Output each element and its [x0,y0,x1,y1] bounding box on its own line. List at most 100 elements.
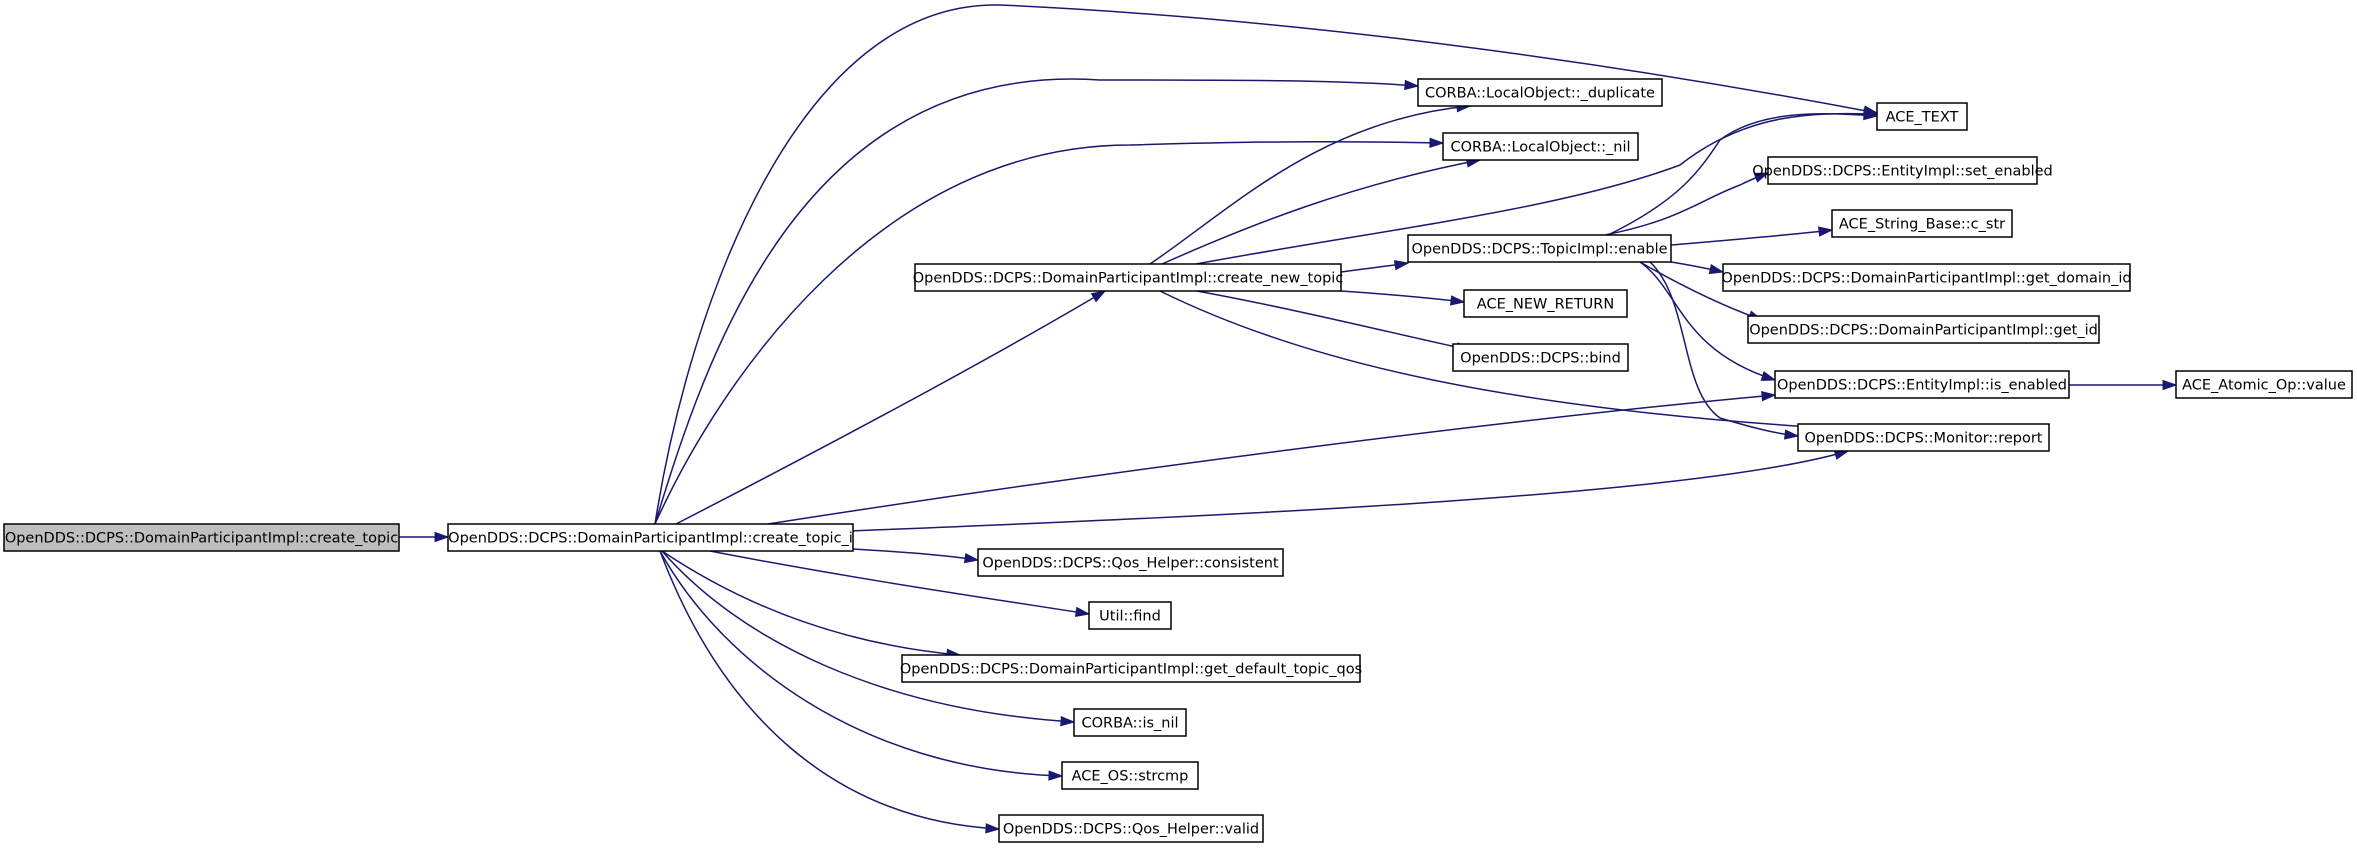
call-edge-n1-n15 [849,449,1850,532]
node-label: ACE_NEW_RETURN [1477,297,1614,313]
call-edge-n5-n11 [1340,290,1466,306]
call-edge-n13-n14 [2069,379,2178,391]
edge-arrowhead [1074,606,1091,618]
function-node-n16[interactable]: OpenDDS::DCPS::Qos_Helper::consistent [977,548,1284,577]
edge-line [654,141,1444,525]
edge-arrowhead [1761,391,1777,402]
function-node-n21[interactable]: OpenDDS::DCPS::Qos_Helper::valid [998,814,1264,843]
call-edge-n1-n21 [659,550,1001,834]
call-edge-n6-n8 [1670,226,1834,246]
node-box [901,654,1361,683]
function-node-n1[interactable]: OpenDDS::DCPS::DomainParticipantImpl::cr… [447,523,854,552]
function-node-n14[interactable]: ACE_Atomic_Op::value [2175,370,2353,399]
node-label: OpenDDS::DCPS::Monitor::report [1805,431,2043,447]
edge-arrowhead [1404,79,1420,91]
node-box [1442,132,1639,161]
edge-line [1161,159,1481,265]
node-label: ACE_Atomic_Op::value [2182,378,2346,394]
call-edge-n6-n15 [1649,261,1800,440]
node-box [1774,370,2070,399]
function-node-n2[interactable]: ACE_TEXT [1876,102,1968,131]
edge-line [659,550,1000,830]
call-edge-n6-n9 [1670,261,1725,275]
edge-line [1195,112,1878,265]
call-edge-n1-n3 [654,78,1420,525]
edge-line [709,550,1090,615]
edge-line [1149,105,1471,265]
edge-line [661,550,961,656]
node-label: OpenDDS::DCPS::DomainParticipantImpl::cr… [5,531,398,547]
node-box [1797,423,2050,452]
function-node-n7[interactable]: OpenDDS::DCPS::EntityImpl::set_enabled [1752,156,2053,185]
function-node-n9[interactable]: OpenDDS::DCPS::DomainParticipantImpl::ge… [1721,263,2132,292]
function-node-n20[interactable]: ACE_OS::strcmp [1061,761,1199,790]
function-node-n4[interactable]: CORBA::LocalObject::_nil [1442,132,1639,161]
function-nodes: OpenDDS::DCPS::DomainParticipantImpl::cr… [3,78,2353,843]
call-edge-n0-n1 [399,531,450,543]
function-node-n3[interactable]: CORBA::LocalObject::_duplicate [1417,78,1663,107]
node-box [977,548,1284,577]
function-node-n18[interactable]: OpenDDS::DCPS::DomainParticipantImpl::ge… [900,654,1362,683]
edge-line [1639,261,1776,381]
node-label: CORBA::LocalObject::_duplicate [1425,86,1655,102]
edge-line [1670,229,1833,246]
node-label: OpenDDS::DCPS::DomainParticipantImpl::ge… [1749,323,2098,339]
edge-arrowhead [1060,715,1076,727]
edge-line [767,394,1776,525]
call-edge-n1-n17 [709,550,1091,618]
node-label: Util::find [1099,609,1161,625]
node-label: ACE_OS::strcmp [1072,769,1189,785]
node-box [1747,315,2100,344]
edge-arrowhead [1393,260,1410,271]
call-edge-n5-n6 [1340,260,1410,273]
node-label: ACE_String_Base::c_str [1839,217,2005,233]
root-function-node[interactable]: OpenDDS::DCPS::DomainParticipantImpl::cr… [3,523,400,552]
node-label: CORBA::is_nil [1081,716,1178,732]
node-box [1831,209,2013,238]
call-edge-n6-n13 [1639,261,1777,381]
node-box [1876,102,1968,131]
node-box [1463,289,1628,318]
function-node-n12[interactable]: OpenDDS::DCPS::bind [1452,343,1629,372]
node-label: OpenDDS::DCPS::DomainParticipantImpl::cr… [913,271,1344,287]
node-box [998,814,1264,843]
edge-line [1607,112,1878,236]
edge-line [1639,261,1763,321]
function-node-n10[interactable]: OpenDDS::DCPS::DomainParticipantImpl::ge… [1747,315,2100,344]
node-box [914,263,1342,292]
node-box [447,523,854,552]
node-label: OpenDDS::DCPS::EntityImpl::set_enabled [1752,164,2053,180]
edge-arrowhead [1449,295,1466,306]
edge-arrowhead [963,552,980,564]
node-label: OpenDDS::DCPS::DomainParticipantImpl::ge… [1721,271,2131,287]
node-label: OpenDDS::DCPS::DomainParticipantImpl::cr… [448,531,853,547]
node-label: ACE_TEXT [1886,110,1959,126]
edge-arrowhead [985,823,1001,834]
edge-arrowhead [1753,172,1770,183]
function-node-n11[interactable]: ACE_NEW_RETURN [1463,289,1628,318]
edge-arrowhead [2162,379,2178,391]
function-node-n17[interactable]: Util::find [1088,601,1172,630]
call-edge-n1-n16 [852,548,980,564]
edge-line [654,4,1878,525]
node-label: OpenDDS::DCPS::TopicImpl::enable [1411,242,1667,258]
edge-arrowhead [1784,429,1800,440]
function-node-n5[interactable]: OpenDDS::DCPS::DomainParticipantImpl::cr… [913,263,1344,292]
edge-line [849,450,1849,532]
edge-line [1196,290,1471,351]
function-node-n15[interactable]: OpenDDS::DCPS::Monitor::report [1797,423,2050,452]
node-box [1767,156,2038,185]
call-edge-n1-n20 [659,550,1064,781]
node-box [1073,708,1187,737]
function-node-n8[interactable]: ACE_String_Base::c_str [1831,209,2013,238]
call-edge-n5-n12 [1196,290,1472,353]
edge-arrowhead [1760,370,1777,381]
edge-line [654,78,1419,525]
node-label: OpenDDS::DCPS::bind [1460,351,1621,367]
function-node-n13[interactable]: OpenDDS::DCPS::EntityImpl::is_enabled [1774,370,2070,399]
function-node-n19[interactable]: CORBA::is_nil [1073,708,1187,737]
function-node-n6[interactable]: OpenDDS::DCPS::TopicImpl::enable [1407,234,1672,263]
node-label: OpenDDS::DCPS::Qos_Helper::consistent [982,556,1279,572]
call-edge-n6-n2 [1607,109,1879,236]
node-box [1722,263,2131,292]
